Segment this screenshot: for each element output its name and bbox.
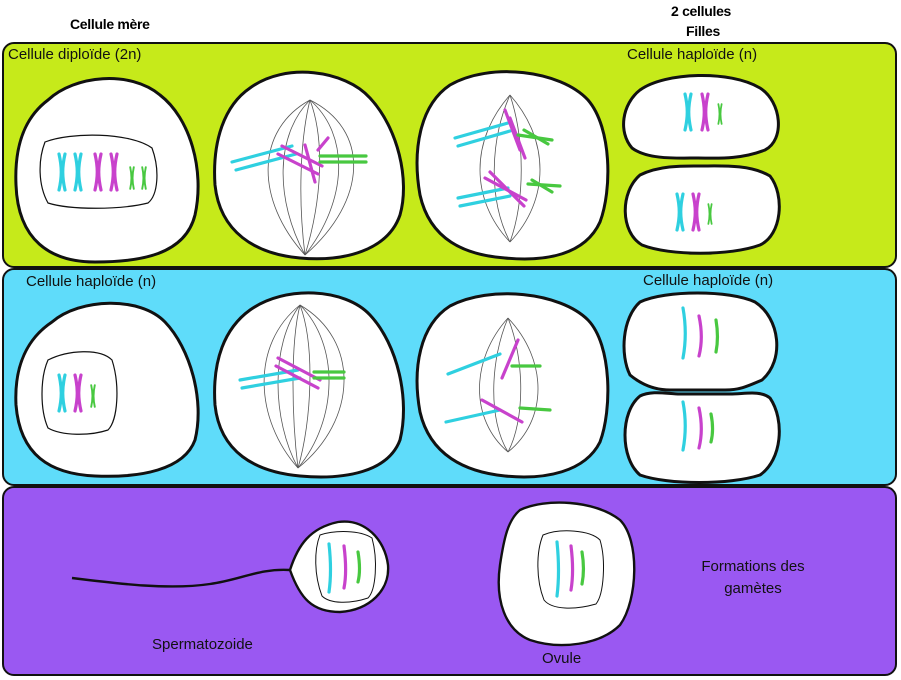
cell-metaphase-2	[213, 291, 405, 479]
gametes-panel	[2, 486, 897, 676]
daughter-cells-row1	[622, 74, 781, 255]
label-ovule: Ovule	[542, 650, 582, 667]
label-haploid-cell-row1: Cellule haploïde (n)	[627, 46, 758, 63]
cell-metaphase-1	[213, 70, 405, 261]
spindle	[479, 94, 541, 243]
ovule	[497, 501, 636, 647]
label-haploid-cell-row2-left: Cellule haploïde (n)	[26, 273, 157, 290]
label-diploid-cell: Cellule diploïde (2n)	[8, 46, 142, 63]
daughter-cells-header-line1: 2 cellules	[671, 3, 732, 19]
spermatozoid	[71, 520, 390, 614]
label-haploid-cell-row2-right: Cellule haploïde (n)	[643, 272, 774, 289]
nucleus	[537, 530, 604, 609]
haploid-cell-prophase-2	[14, 301, 200, 478]
daughter-cells-header-line2: Filles	[686, 23, 720, 39]
cell-anaphase-2	[415, 292, 610, 479]
cell-anaphase-1	[415, 70, 610, 261]
sperm-tail	[71, 568, 291, 588]
spindle	[479, 317, 539, 453]
mother-cell-header: Cellule mère	[70, 16, 150, 32]
label-gamete-formation: Formations des gamètes	[701, 558, 805, 597]
label-spermatozoid: Spermatozoide	[152, 636, 253, 653]
daughter-cells-row2	[622, 291, 781, 484]
spindle	[267, 99, 354, 256]
mother-cell-diploid	[14, 77, 200, 264]
